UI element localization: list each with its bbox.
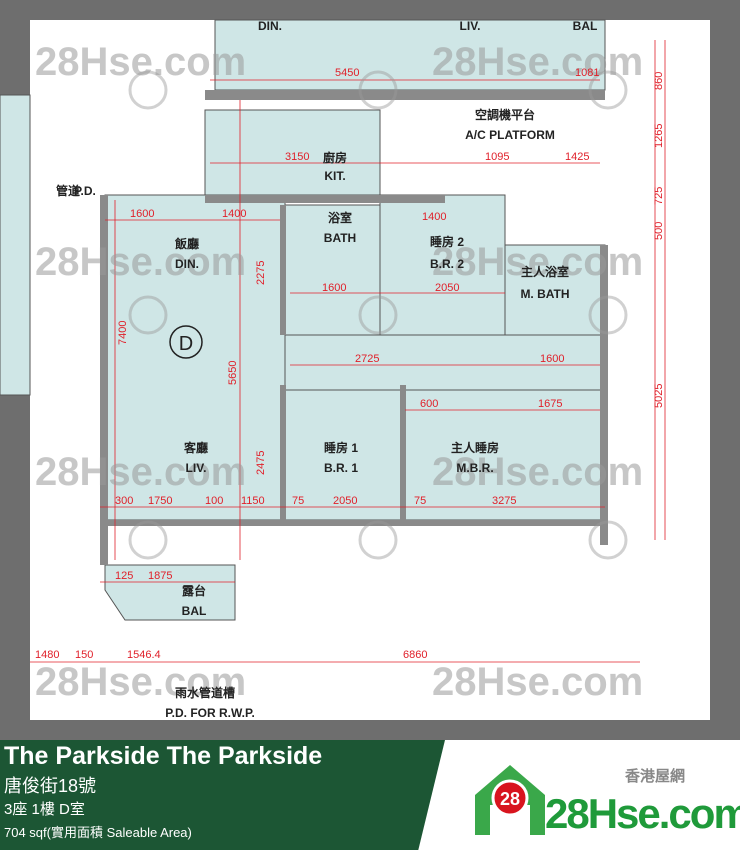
svg-text:5450: 5450: [335, 67, 359, 79]
svg-text:75: 75: [292, 495, 304, 507]
svg-text:5650: 5650: [227, 361, 239, 385]
svg-text:B.R. 2: B.R. 2: [430, 257, 464, 271]
svg-text:725: 725: [653, 187, 665, 205]
watermark: 28Hse.com: [432, 40, 643, 84]
room-balcony: [104, 564, 236, 621]
svg-text:1081: 1081: [575, 67, 599, 79]
svg-text:主人睡房: 主人睡房: [451, 440, 499, 455]
room-br1: [284, 389, 406, 521]
logo-wordmark: 28Hse.com: [545, 790, 740, 837]
watermark: 28Hse.com: [35, 450, 246, 494]
svg-text:500: 500: [653, 222, 665, 240]
svg-text:5025: 5025: [653, 384, 665, 408]
svg-text:1600: 1600: [130, 208, 154, 220]
watermark: 28Hse.com: [35, 660, 246, 704]
neighbor-unit: [0, 94, 31, 396]
property-address: 唐俊街18號: [4, 776, 97, 796]
svg-text:廚房: 廚房: [323, 150, 347, 165]
svg-text:1675: 1675: [538, 398, 562, 410]
svg-text:M. BATH: M. BATH: [520, 287, 569, 301]
svg-text:1480: 1480: [35, 649, 59, 661]
svg-text:露台: 露台: [182, 583, 206, 598]
svg-text:125: 125: [115, 570, 133, 582]
upper-unit: [214, 19, 606, 91]
property-area: 704 sqf(實用面積 Saleable Area): [4, 825, 192, 840]
svg-text:1546.4: 1546.4: [127, 649, 161, 661]
svg-text:睡房 2: 睡房 2: [430, 234, 464, 249]
house-logo-icon: 28: [475, 765, 545, 835]
floor-plan: 28Hse.com 28Hse.com 28Hse.com 28Hse.com …: [0, 19, 710, 720]
svg-text:2050: 2050: [435, 282, 459, 294]
svg-text:睡房 1: 睡房 1: [324, 440, 358, 455]
property-title: The Parkside The Parkside: [4, 742, 323, 770]
watermark: 28Hse.com: [35, 40, 246, 84]
room-dining-living: [104, 194, 286, 521]
room-br2: [379, 194, 506, 336]
svg-text:1600: 1600: [540, 353, 564, 365]
label-upper-liv: LIV.: [460, 19, 481, 33]
svg-text:860: 860: [653, 72, 665, 90]
svg-text:3275: 3275: [492, 495, 516, 507]
svg-text:2050: 2050: [333, 495, 357, 507]
svg-text:1875: 1875: [148, 570, 172, 582]
svg-text:P.D. FOR R.W.P.: P.D. FOR R.W.P.: [165, 706, 255, 720]
watermark: 28Hse.com: [35, 240, 246, 284]
svg-text:3150: 3150: [285, 151, 309, 163]
svg-text:空調機平台: 空調機平台: [475, 107, 535, 122]
room-bath: [284, 204, 381, 336]
svg-text:2725: 2725: [355, 353, 379, 365]
svg-text:B.R. 1: B.R. 1: [324, 461, 358, 475]
svg-text:1425: 1425: [565, 151, 589, 163]
room-kitchen: [204, 109, 381, 196]
svg-text:1400: 1400: [222, 208, 246, 220]
label-upper-din: DIN.: [258, 19, 282, 33]
svg-text:DIN.: DIN.: [175, 257, 199, 271]
unit-marker: D: [179, 333, 193, 355]
listing-footer: The Parkside The Parkside 唐俊街18號 3座 1樓 D…: [0, 740, 740, 850]
svg-text:7400: 7400: [117, 321, 129, 345]
svg-text:管道: 管道: [56, 183, 80, 198]
label-upper-bal: BAL: [573, 19, 598, 33]
svg-text:雨水管道槽: 雨水管道槽: [175, 685, 235, 700]
svg-text:BAL: BAL: [182, 604, 207, 618]
svg-text:M.B.R.: M.B.R.: [456, 461, 493, 475]
watermarks: 28Hse.com 28Hse.com 28Hse.com 28Hse.com …: [35, 40, 643, 704]
svg-text:A/C PLATFORM: A/C PLATFORM: [465, 128, 555, 142]
svg-text:600: 600: [420, 398, 438, 410]
svg-text:1400: 1400: [422, 211, 446, 223]
svg-text:1600: 1600: [322, 282, 346, 294]
svg-text:1265: 1265: [653, 124, 665, 148]
svg-text:300: 300: [115, 495, 133, 507]
watermark: 28Hse.com: [432, 660, 643, 704]
watermark: 28Hse.com: [432, 240, 643, 284]
room-labels: 廚房 KIT. 浴室 BATH 飯廳 DIN. 客廳 LIV. 睡房 2 B.R. 2 主…: [56, 107, 570, 720]
logo-chinese-name: 香港屋網: [625, 768, 686, 785]
svg-text:2275: 2275: [255, 261, 267, 285]
svg-text:主人浴室: 主人浴室: [521, 264, 569, 279]
property-unit: 3座 1樓 D室: [4, 801, 85, 818]
svg-text:1150: 1150: [241, 495, 265, 507]
dimension-labels: 5450 1081 3150 1095 1425 1600 1400 1400 …: [35, 67, 665, 661]
svg-text:28: 28: [500, 789, 520, 809]
floor-plan-drawing: 28Hse.com 28Hse.com 28Hse.com 28Hse.com …: [0, 19, 666, 720]
svg-text:2475: 2475: [255, 451, 267, 475]
listing-info: The Parkside The Parkside 唐俊街18號 3座 1樓 D…: [0, 740, 445, 850]
unit-marker-circle: [169, 325, 203, 359]
watermark: 28Hse.com: [432, 450, 643, 494]
svg-text:1750: 1750: [148, 495, 172, 507]
svg-text:P.D.: P.D.: [74, 184, 96, 198]
svg-text:75: 75: [414, 495, 426, 507]
svg-text:1095: 1095: [485, 151, 509, 163]
28hse-logo: 28 香港屋網 28Hse.com: [470, 755, 740, 845]
svg-text:LIV.: LIV.: [186, 461, 207, 475]
svg-text:KIT.: KIT.: [324, 169, 345, 183]
svg-text:客廳: 客廳: [183, 440, 208, 455]
svg-text:100: 100: [205, 495, 223, 507]
svg-text:6860: 6860: [403, 649, 427, 661]
svg-text:BATH: BATH: [324, 231, 356, 245]
svg-text:浴室: 浴室: [328, 210, 352, 225]
svg-text:150: 150: [75, 649, 93, 661]
svg-text:飯廳: 飯廳: [174, 236, 199, 251]
